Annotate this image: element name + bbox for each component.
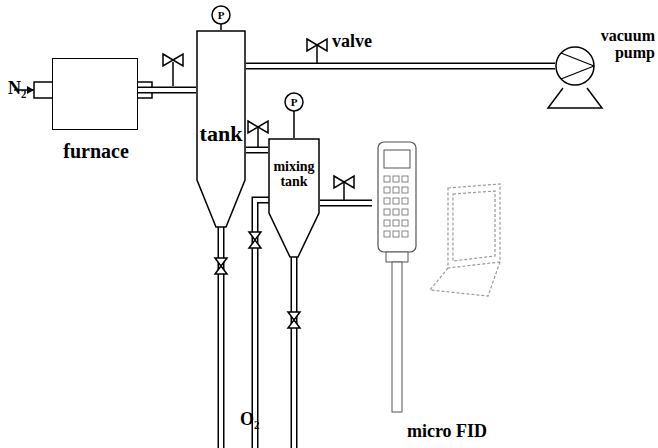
valve-symbol: [307, 39, 327, 51]
node-label: vacuum pump: [599, 28, 655, 62]
pressure-gauge: [285, 93, 303, 111]
gauge-letter: P: [218, 10, 225, 21]
vessel-outline: [372, 140, 422, 416]
laptop: [430, 184, 500, 296]
pipe: [320, 203, 372, 204]
furnace-box: furnace: [52, 58, 138, 130]
gas-label: N₂: [8, 79, 26, 97]
vessel-outline: [268, 138, 320, 258]
node-label: mixing tank: [268, 160, 320, 189]
pump-base: [548, 88, 602, 108]
pipe: [138, 90, 196, 91]
gas-label: O₂: [240, 410, 259, 428]
vessel-outline: [555, 46, 595, 86]
pipe: [246, 150, 268, 151]
node-label: tank: [196, 122, 246, 145]
valve-symbol: [163, 54, 183, 66]
micro-fid-instrument: micro FID: [372, 140, 422, 416]
valve-symbol: [215, 258, 227, 274]
valve-symbol: [249, 232, 261, 248]
pipe: [246, 66, 555, 67]
valve-label: valve: [332, 32, 372, 50]
valve-symbol: [248, 121, 268, 133]
valve-symbol: [334, 176, 354, 188]
pressure-gauge: [212, 6, 230, 24]
node-label: furnace: [53, 141, 139, 162]
valve-symbol: [288, 312, 300, 328]
gauge-letter: P: [291, 97, 298, 108]
tank-vessel: tank: [196, 30, 246, 228]
mixing-tank-vessel: mixing tank: [268, 138, 320, 258]
node-label: micro FID: [392, 422, 502, 441]
vacuum-pump: vacuum pump: [555, 46, 595, 86]
